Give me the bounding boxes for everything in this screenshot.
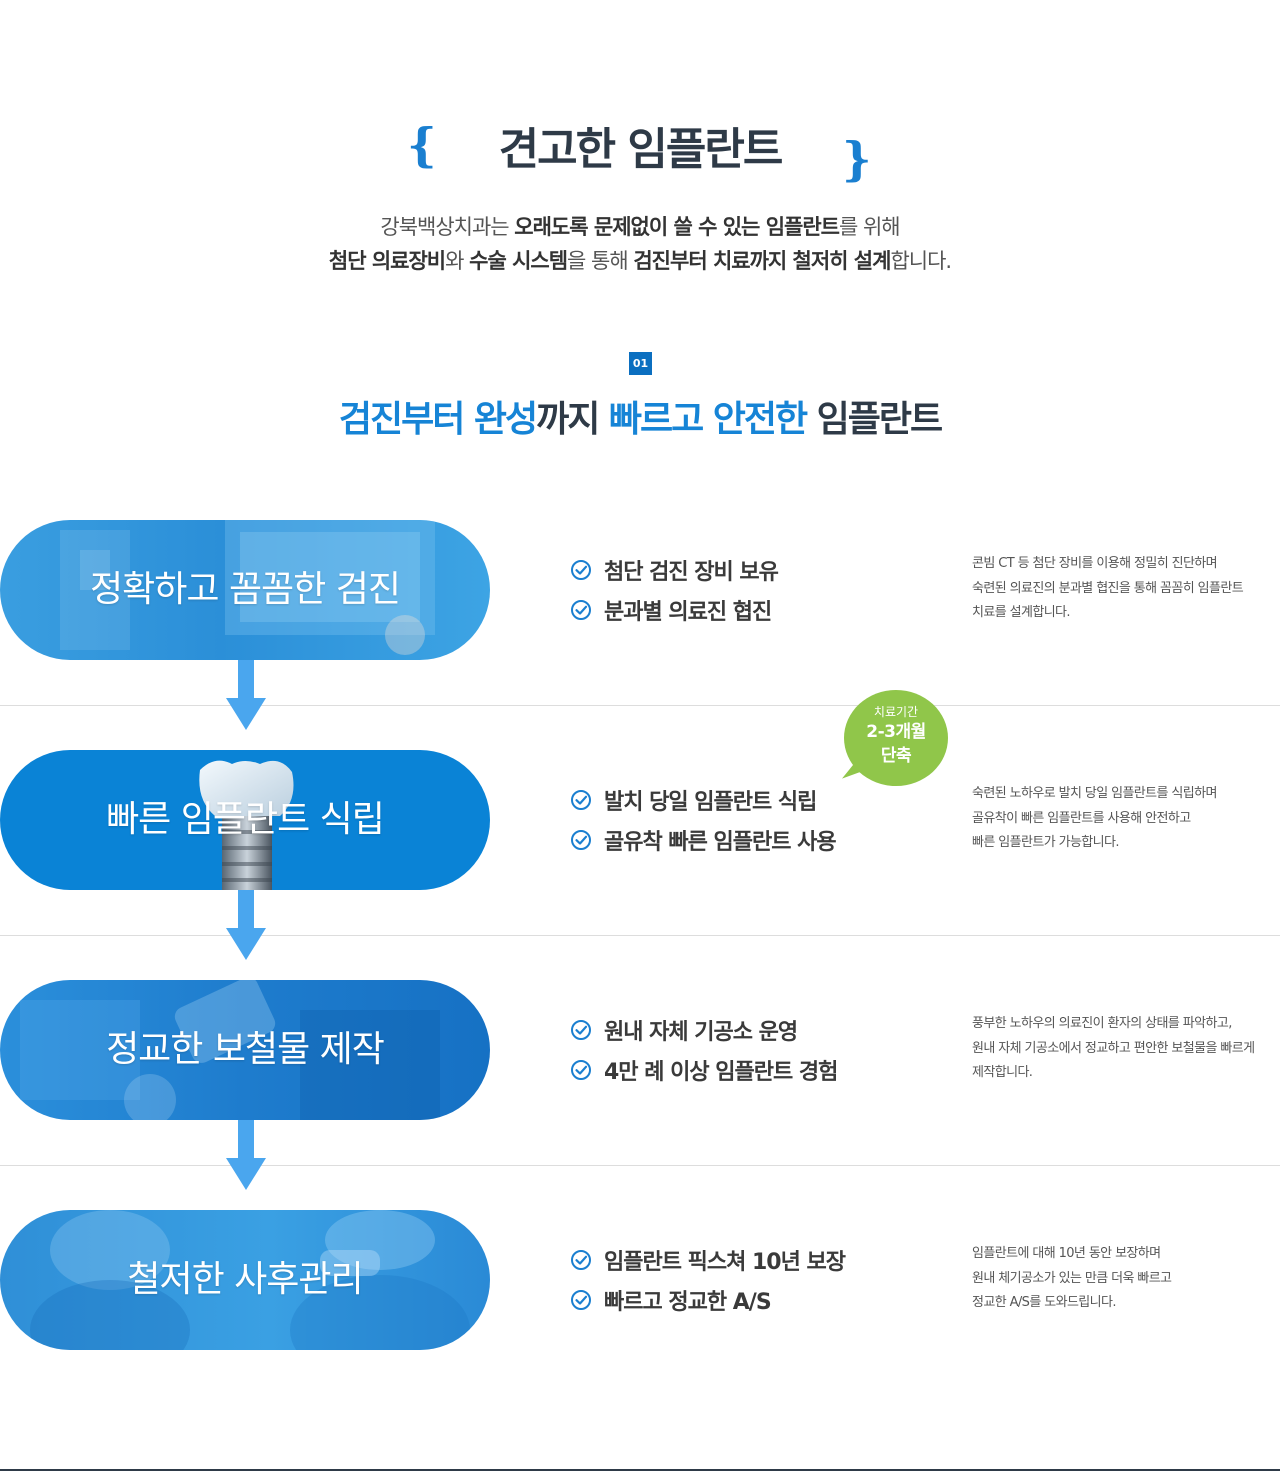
- bottom-border: [0, 1469, 1280, 1471]
- section-title: 검진부터 완성까지 빠르고 안전한 임플란트: [0, 392, 1280, 448]
- check-text: 골유착 빠른 임플란트 사용: [604, 830, 837, 855]
- desc-line: 임플란트에 대해 10년 동안 보장하며: [972, 1246, 1161, 1261]
- check-text: 4만 례 이상 임플란트 경험: [604, 1060, 838, 1085]
- emphasis-text: 빠르고 안전한: [608, 399, 808, 440]
- desc-line: 제작합니다.: [972, 1065, 1033, 1080]
- check-text: 원내 자체 기공소 운영: [604, 1020, 798, 1045]
- hero-title-wrap: { 견고한 임플란트 }: [0, 110, 1280, 190]
- desc-line: 빠른 임플란트가 가능합니다.: [972, 835, 1120, 850]
- check-text: 분과별 의료진 협진: [604, 600, 772, 625]
- hero-desc-line2: 첨단 의료장비와 수술 시스템을 통해 검진부터 치료까지 철저히 설계합니다.: [328, 249, 952, 273]
- plain-text: 까지: [536, 399, 609, 440]
- hero-desc-line1: 강북백상치과는 오래도록 문제없이 쓸 수 있는 임플란트를 위해: [380, 215, 901, 239]
- step-checklist: 원내 자체 기공소 운영 4만 례 이상 임플란트 경험: [570, 1010, 838, 1090]
- desc-line: 골유착이 빠른 임플란트를 사용해 안전하고: [972, 810, 1191, 826]
- desc-line: 숙련된 의료진의 분과별 협진을 통해 꼼꼼히 임플란트: [972, 580, 1244, 596]
- step-pill-aftercare: 철저한 사후관리: [0, 1210, 490, 1350]
- plain-text: 를 위해: [838, 215, 901, 239]
- step-pill-placement: 빠른 임플란트 식립: [0, 750, 490, 890]
- bubble-line1: 치료기간: [873, 705, 919, 719]
- step-pill-prosthesis: 정교한 보철물 제작: [0, 980, 490, 1120]
- step-checklist: 첨단 검진 장비 보유 분과별 의료진 협진: [570, 550, 779, 630]
- check-item: 빠르고 정교한 A/S: [570, 1280, 845, 1320]
- right-brace-icon: }: [842, 132, 872, 186]
- step-pill-exam: 정확하고 꼼꼼한 검진: [0, 520, 490, 660]
- bubble-text: 치료기간 2-3개월 단축: [844, 704, 948, 768]
- hero-description: 강북백상치과는 오래도록 문제없이 쓸 수 있는 임플란트를 위해 첨단 의료장…: [0, 210, 1280, 278]
- desc-line: 콘빔 CT 등 첨단 장비를 이용해 정밀히 진단하며: [972, 556, 1218, 571]
- emphasis-text: 첨단 의료장비: [328, 249, 446, 273]
- desc-line: 원내 자체 기공소에서 정교하고 편안한 보철물을 빠르게: [972, 1040, 1255, 1056]
- check-item: 원내 자체 기공소 운영: [570, 1010, 837, 1050]
- implant-tooth-icon: [199, 760, 294, 890]
- emphasis-text: 검진부터 완성: [338, 399, 538, 440]
- step-label: 정교한 보철물 제작: [106, 1029, 385, 1070]
- check-circle-icon: [571, 830, 591, 850]
- check-item: 4만 례 이상 임플란트 경험: [570, 1050, 838, 1090]
- check-circle-icon: [571, 790, 591, 810]
- step-description: 숙련된 노하우로 발치 당일 임플란트를 식립하며 골유착이 빠른 임플란트를 …: [972, 782, 1277, 856]
- check-circle-icon: [571, 600, 591, 620]
- check-item: 임플란트 픽스쳐 10년 보장: [570, 1240, 846, 1280]
- treatment-period-bubble: 치료기간 2-3개월 단축: [835, 690, 952, 790]
- step-label: 철저한 사후관리: [127, 1259, 363, 1300]
- arrow-down-icon: [226, 1120, 266, 1190]
- plain-text: 강북백상치과는: [380, 215, 515, 239]
- check-item: 골유착 빠른 임플란트 사용: [570, 820, 837, 860]
- desc-line: 원내 체기공소가 있는 만큼 더욱 빠르고: [972, 1270, 1172, 1286]
- row-divider: [0, 935, 1280, 936]
- plain-text: 임플란트: [806, 399, 943, 440]
- exam-photo-image: [60, 520, 435, 655]
- bubble-circle: [844, 690, 948, 786]
- step-checklist: 임플란트 픽스쳐 10년 보장 빠르고 정교한 A/S: [570, 1240, 846, 1320]
- check-circle-icon: [571, 1290, 591, 1310]
- check-item: 첨단 검진 장비 보유: [570, 550, 779, 590]
- step-description: 풍부한 노하우의 의료진이 환자의 상태를 파악하고, 원내 자체 기공소에서 …: [972, 1012, 1277, 1086]
- plain-text: 합니다.: [890, 249, 952, 273]
- step-description: 임플란트에 대해 10년 동안 보장하며 원내 체기공소가 있는 만큼 더욱 빠…: [972, 1242, 1277, 1316]
- section-number-badge: 01: [629, 352, 652, 375]
- check-text: 첨단 검진 장비 보유: [604, 560, 779, 585]
- lab-photo-image: [20, 980, 440, 1120]
- check-circle-icon: [571, 1250, 591, 1270]
- hero-section: { 견고한 임플란트 } 강북백상치과는 오래도록 문제없이 쓸 수 있는 임플…: [0, 110, 1280, 278]
- row-divider: [0, 1165, 1280, 1166]
- check-item: 분과별 의료진 협진: [570, 590, 778, 630]
- desc-line: 풍부한 노하우의 의료진이 환자의 상태를 파악하고,: [972, 1016, 1232, 1031]
- bubble-line2: 2-3개월: [866, 722, 926, 742]
- step-label: 정확하고 꼼꼼한 검진: [90, 569, 401, 610]
- check-text: 임플란트 픽스쳐 10년 보장: [604, 1250, 846, 1275]
- check-text: 발치 당일 임플란트 식립: [604, 790, 817, 815]
- arrow-down-icon: [226, 890, 266, 960]
- emphasis-text: 수술 시스템: [469, 249, 568, 273]
- row-divider: [0, 705, 1280, 706]
- check-circle-icon: [571, 1020, 591, 1040]
- check-circle-icon: [571, 560, 591, 580]
- desc-line: 치료를 설계합니다.: [972, 605, 1071, 620]
- desc-line: 정교한 A/S를 도와드립니다.: [972, 1295, 1117, 1310]
- surgeons-photo-image: [30, 1210, 470, 1350]
- emphasis-text: 오래도록 문제없이 쓸 수 있는 임플란트: [514, 215, 840, 239]
- step-checklist: 발치 당일 임플란트 식립 골유착 빠른 임플란트 사용: [570, 780, 837, 860]
- arrow-down-icon: [226, 660, 266, 730]
- left-brace-icon: {: [407, 118, 437, 172]
- bubble-line3: 단축: [880, 746, 912, 766]
- check-circle-icon: [571, 1060, 591, 1080]
- check-item: 발치 당일 임플란트 식립: [570, 780, 836, 820]
- plain-text: 을 통해: [567, 249, 634, 273]
- step-label: 빠른 임플란트 식립: [106, 799, 385, 840]
- step-description: 콘빔 CT 등 첨단 장비를 이용해 정밀히 진단하며 숙련된 의료진의 분과별…: [972, 552, 1277, 626]
- plain-text: 와: [445, 249, 470, 273]
- hero-title: 견고한 임플란트: [498, 124, 784, 175]
- check-text: 빠르고 정교한 A/S: [604, 1290, 772, 1315]
- desc-line: 숙련된 노하우로 발치 당일 임플란트를 식립하며: [972, 786, 1217, 801]
- emphasis-text: 검진부터 치료까지 철저히 설계: [633, 249, 891, 273]
